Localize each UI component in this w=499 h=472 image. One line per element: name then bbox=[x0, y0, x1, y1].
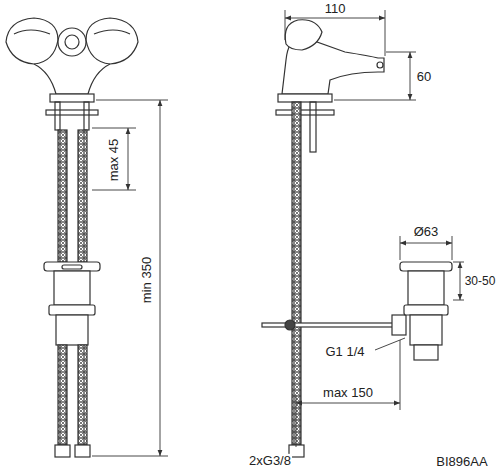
dimension-lines bbox=[92, 10, 464, 456]
front-view bbox=[6, 18, 138, 457]
dimension-label: BI896AA bbox=[435, 455, 488, 469]
dimension-label: 60 bbox=[416, 70, 432, 84]
dimension-label: 110 bbox=[324, 2, 347, 16]
dimension-label: max 45 bbox=[107, 138, 121, 183]
dimension-label: G1 1/4 bbox=[324, 345, 365, 359]
dimension-label: max 150 bbox=[322, 386, 374, 400]
dimension-label: Ø63 bbox=[413, 225, 440, 239]
dimension-label: 30-50 bbox=[464, 275, 497, 288]
dimension-label: 2xG3/8 bbox=[248, 454, 292, 468]
side-view bbox=[262, 20, 452, 457]
dimension-label: min 350 bbox=[140, 256, 154, 304]
